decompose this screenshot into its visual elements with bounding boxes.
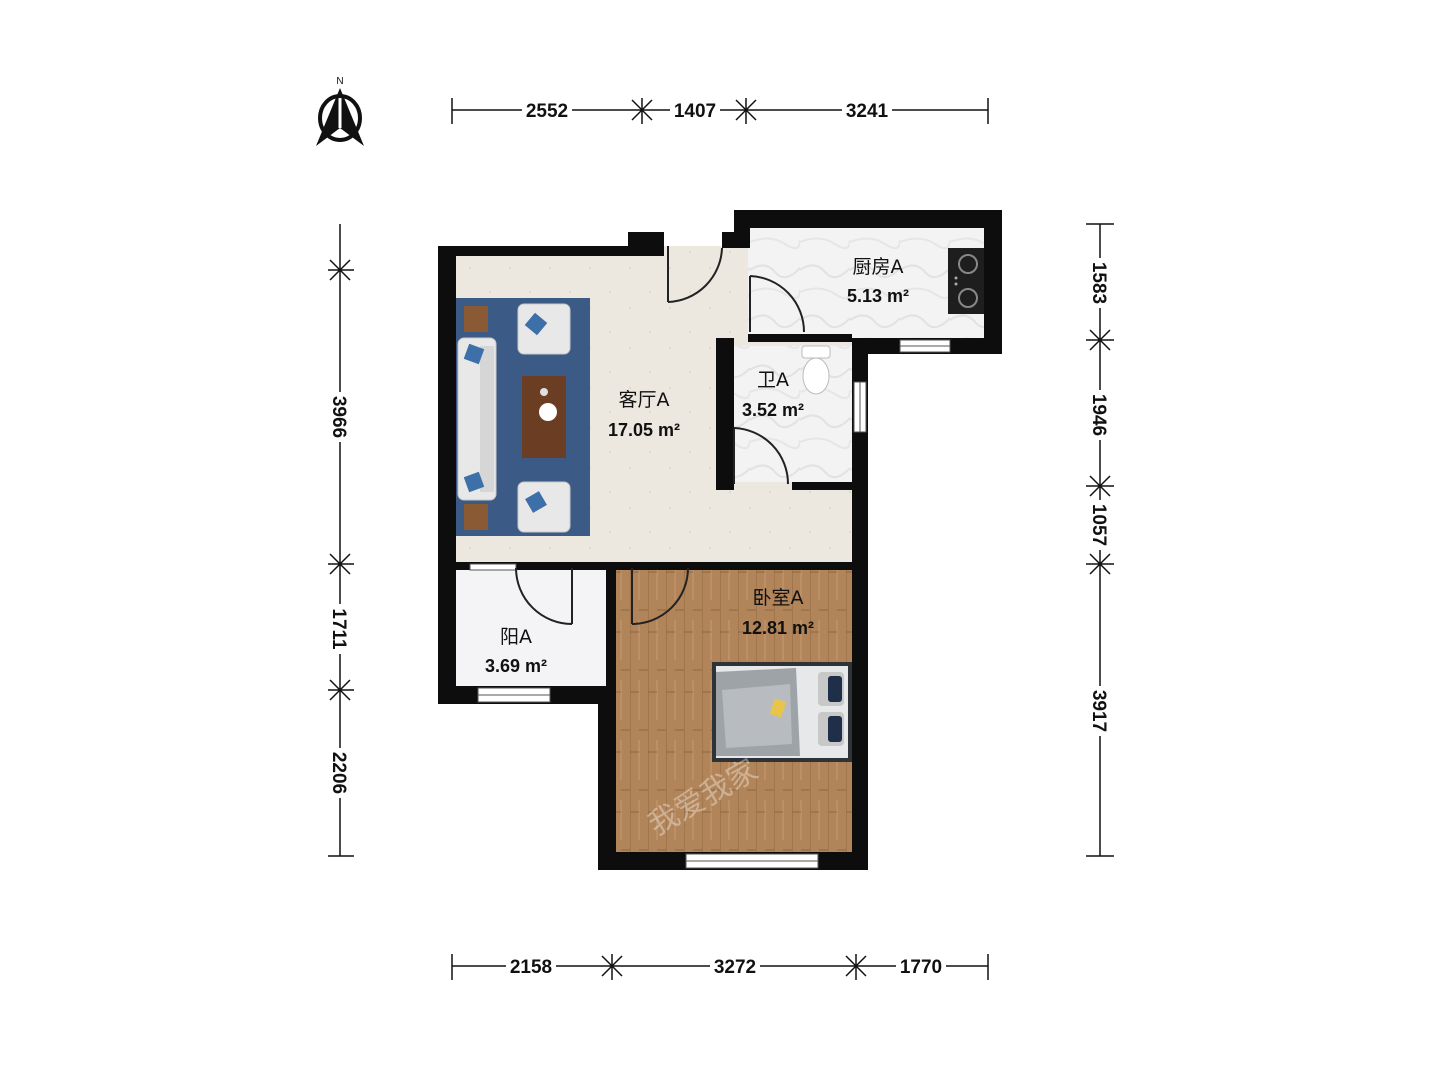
kitchen-stove [948,248,984,314]
dim-left-3: 2206 [328,752,349,794]
dimension-labels: 2552 1407 3241 2158 3272 1770 3966 1711 … [328,101,1109,978]
entrance-floor [664,246,744,336]
armchair [517,481,571,533]
bedroom-door [631,567,689,625]
dim-right-2: 1946 [1088,394,1109,436]
dimension-label-backgrounds [329,99,1111,977]
dim-bottom-1: 2158 [510,957,552,978]
windows [469,339,951,869]
living-room-name: 客厅A [619,389,670,411]
balcony-door [515,567,573,625]
living-room-area: 17.05 m² [608,420,680,440]
bathroom-area: 3.52 m² [742,400,804,420]
side-table-bottom [464,504,488,530]
bathroom-name: 卫A [757,369,789,391]
dim-right-3: 1057 [1088,504,1109,546]
bathroom-door [733,427,789,485]
living-furniture [456,298,590,536]
bed [712,662,852,762]
balcony-area: 3.69 m² [485,656,547,676]
dim-right-4: 3917 [1088,690,1109,732]
kitchen-floor [748,228,984,338]
dim-top-1: 2552 [526,101,568,122]
balcony-name: 阳A [500,626,532,648]
dim-bottom-2: 3272 [714,957,756,978]
kitchen-name: 厨房A [853,256,904,278]
balcony-floor [456,568,606,686]
dim-right-1: 1583 [1088,262,1109,304]
cushion [463,343,485,365]
bedroom-name: 卧室A [753,587,804,609]
armchair [517,303,571,355]
side-table-top [464,306,488,332]
entry-door [667,246,723,303]
bathroom-floor [734,346,852,482]
north-arrow-icon: N [316,76,364,146]
dim-left-1: 3966 [328,396,349,438]
doors [515,246,805,625]
room-labels: 客厅A 17.05 m² 厨房A 5.13 m² 卫A 3.52 m² 卧室A … [485,256,909,676]
dim-bottom-3: 1770 [900,957,942,978]
dim-top-3: 3241 [846,101,889,122]
kitchen-area: 5.13 m² [847,286,909,306]
kitchen-door [749,275,805,333]
dim-left-2: 1711 [328,608,349,650]
cushion [463,471,485,493]
dim-top-2: 1407 [674,101,716,122]
bedroom-area: 12.81 m² [742,618,814,638]
toilet [801,345,831,395]
compass-label: N [336,76,343,87]
